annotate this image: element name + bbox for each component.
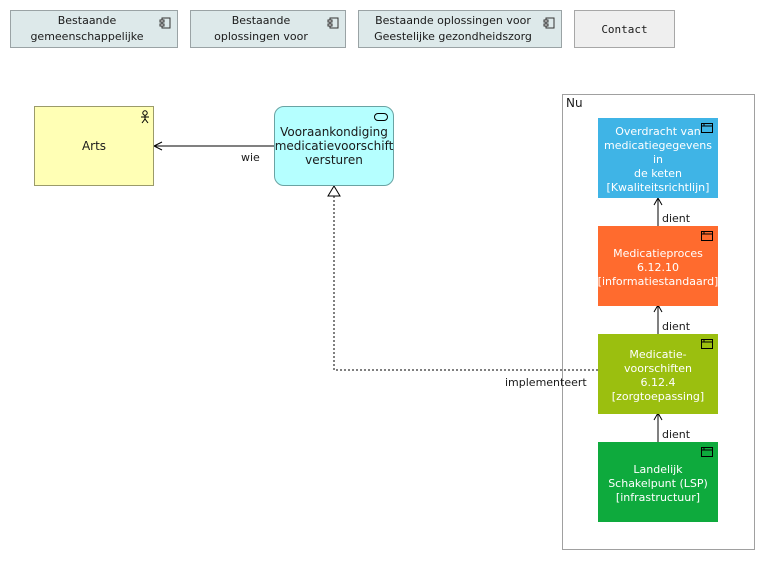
actor-arts[interactable]: Arts (34, 106, 154, 186)
node-label: Landelijk Schakelpunt (LSP) [infrastruct… (608, 463, 708, 504)
relation-label-wie: wie (241, 151, 260, 164)
nav-button-label: Bestaande oplossingen voor Geestelijke g… (374, 14, 532, 43)
relation-implementeert-arrowhead (327, 185, 341, 197)
contact-button-label: Contact (601, 22, 648, 36)
component-icon (543, 17, 555, 29)
relation-label-implementeert: implementeert (505, 376, 587, 389)
nav-button-geestelijke-gezondheidszorg[interactable]: Bestaande oplossingen voor Geestelijke g… (358, 10, 562, 48)
group-nu: Nu (562, 94, 755, 550)
relation-dient-arrowhead-1 (653, 196, 663, 206)
actor-label: Arts (81, 139, 107, 153)
node-icon (701, 339, 713, 349)
component-icon (159, 17, 171, 29)
component-icon (327, 17, 339, 29)
nav-button-label: Bestaande oplossingen voor (214, 14, 308, 43)
group-label: Nu (566, 96, 583, 110)
nav-button-bestaande-gemeenschappelijke[interactable]: Bestaande gemeenschappelijke (10, 10, 178, 48)
actor-icon (141, 110, 149, 124)
node-icon (701, 123, 713, 133)
relation-label-dient: dient (662, 320, 691, 333)
nav-button-bestaande-oplossingen[interactable]: Bestaande oplossingen voor (190, 10, 346, 48)
node-medicatievoorschiften[interactable]: Medicatie- voorschiften 6.12.4 [zorgtoep… (598, 334, 718, 414)
service-vooraankondiging[interactable]: Vooraankondiging medicatievoorschift ver… (274, 106, 394, 186)
relation-wie-arrowhead (152, 141, 163, 151)
relation-label-dient: dient (662, 212, 691, 225)
node-label: Medicatieproces 6.12.10 [informatiestand… (597, 247, 719, 288)
node-icon (701, 231, 713, 241)
node-landelijk-schakelpunt[interactable]: Landelijk Schakelpunt (LSP) [infrastruct… (598, 442, 718, 522)
service-label: Vooraankondiging medicatievoorschift ver… (274, 125, 394, 167)
node-medicatieproces[interactable]: Medicatieproces 6.12.10 [informatiestand… (598, 226, 718, 306)
contact-button[interactable]: Contact (574, 10, 675, 48)
service-icon (374, 113, 388, 121)
relation-implementeert-line (333, 196, 598, 371)
node-overdracht-medicatiegegevens[interactable]: Overdracht van medicatiegegevens in de k… (598, 118, 718, 198)
nav-button-label: Bestaande gemeenschappelijke (30, 14, 144, 43)
relation-label-dient: dient (662, 428, 691, 441)
node-icon (701, 447, 713, 457)
node-label: Medicatie- voorschiften 6.12.4 [zorgtoep… (611, 348, 705, 403)
node-label: Overdracht van medicatiegegevens in de k… (604, 125, 712, 194)
